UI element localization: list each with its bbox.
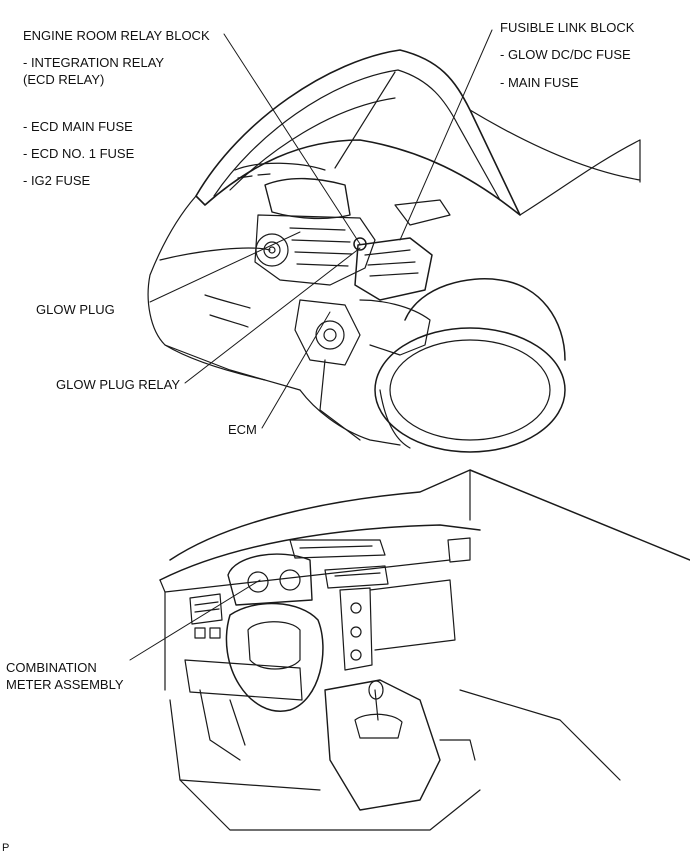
label-ecd-no1-fuse: - ECD NO. 1 FUSE bbox=[23, 146, 135, 161]
engine-compartment-illustration bbox=[147, 49, 641, 453]
leader-glow-plug-relay bbox=[184, 247, 361, 384]
label-ig2-fuse: - IG2 FUSE bbox=[23, 173, 91, 188]
label-fusible-link-block: FUSIBLE LINK BLOCK bbox=[500, 20, 635, 35]
label-glow-plug-relay: GLOW PLUG RELAY bbox=[56, 377, 181, 392]
leader-ecm bbox=[261, 311, 331, 429]
leader-glow-plug bbox=[149, 231, 301, 303]
label-ecd-relay: (ECD RELAY) bbox=[23, 72, 105, 87]
label-ecd-main-fuse: - ECD MAIN FUSE bbox=[23, 119, 133, 134]
dashboard-illustration bbox=[159, 469, 690, 831]
label-main-fuse: - MAIN FUSE bbox=[500, 75, 579, 90]
label-glow-dcdc-fuse: - GLOW DC/DC FUSE bbox=[500, 47, 631, 62]
leader-engine-room-relay-block bbox=[223, 33, 361, 245]
leader-fusible-link-block bbox=[399, 29, 493, 241]
label-integration-relay: - INTEGRATION RELAY bbox=[23, 55, 165, 70]
label-meter-assembly: METER ASSEMBLY bbox=[6, 677, 124, 692]
label-combination: COMBINATION bbox=[6, 660, 97, 675]
corner-mark: P bbox=[2, 842, 10, 854]
label-engine-room-relay-block: ENGINE ROOM RELAY BLOCK bbox=[23, 28, 210, 43]
relay-block-illustration bbox=[353, 199, 451, 301]
leader-combination-meter bbox=[129, 579, 261, 661]
label-glow-plug: GLOW PLUG bbox=[36, 302, 115, 317]
leader-lines bbox=[129, 29, 493, 661]
label-ecm: ECM bbox=[228, 422, 257, 437]
engine-block bbox=[254, 177, 431, 366]
